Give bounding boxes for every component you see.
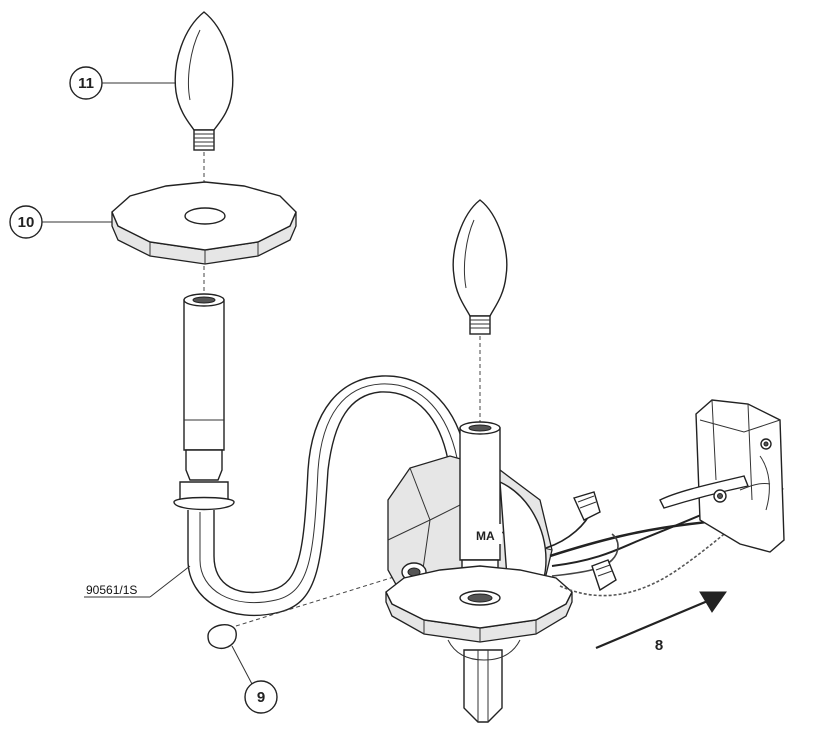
step-number: 8 [655,637,663,654]
callout-9: 9 [207,571,411,714]
bracket-stamp: MA [476,529,495,543]
left-arm [187,375,467,617]
callout-9-circle [244,680,278,714]
top-bulb [174,11,234,151]
ball-axis [235,571,411,627]
ball-part [207,624,237,650]
callout-10: 10 [9,205,112,239]
part-label: 90561/1S [86,583,137,597]
callout-10-number: 10 [18,214,35,231]
junction-box [659,399,785,553]
callout-11-number: 11 [78,75,94,92]
right-bobeche [385,565,573,643]
bottom-finial [447,639,521,723]
right-bulb [452,199,508,335]
callout-9-leader [231,645,253,685]
callout-9-number: 9 [257,689,265,706]
right-candle-tube: MA [459,421,502,589]
top-bobeche [111,181,297,265]
left-candle-tube [173,293,235,511]
wire-nuts [573,491,617,592]
callout-11: 11 [69,66,176,100]
part-label-leader [149,565,191,598]
part-label-group: 90561/1S [84,565,191,598]
arrow-shaft [595,598,711,650]
step-arrow: 8 [595,591,727,654]
arrow-head [699,591,727,613]
